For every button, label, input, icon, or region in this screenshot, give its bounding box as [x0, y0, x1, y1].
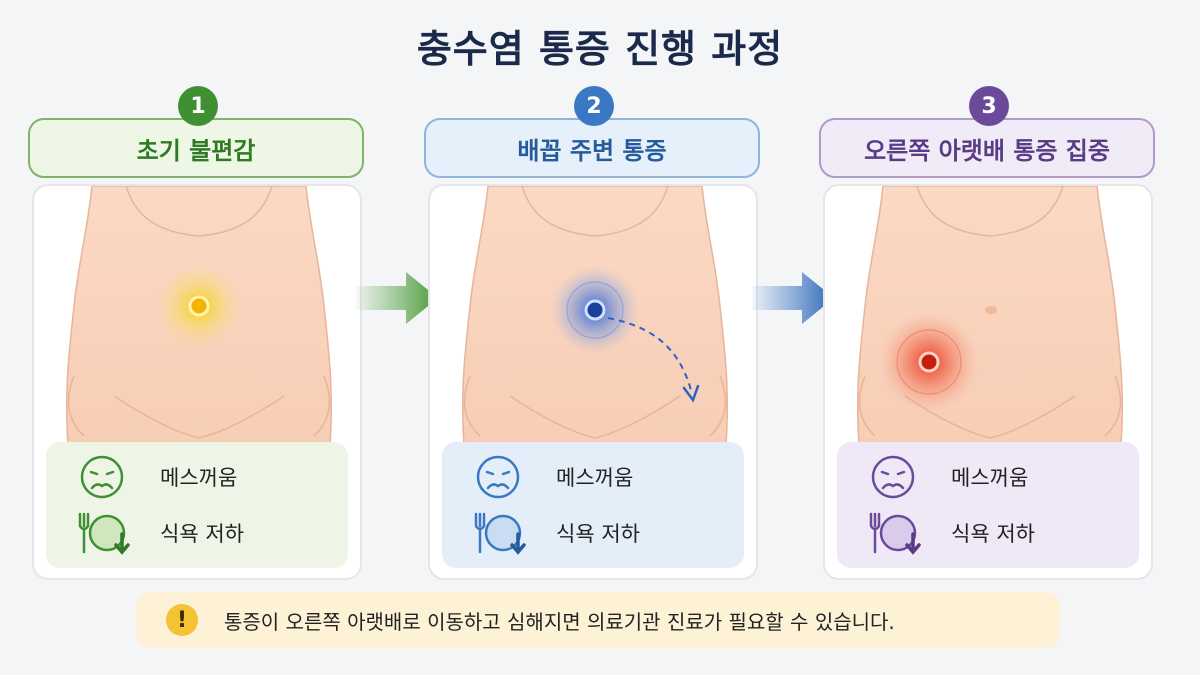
- movement-path: [607, 317, 693, 395]
- symptom-label: 메스꺼움: [556, 466, 634, 490]
- stage-2: 2 배꼽 주변 통증 메스꺼움: [420, 86, 766, 580]
- stage-label: 배꼽 주변 통증: [424, 118, 760, 178]
- pain-point: [918, 351, 940, 373]
- symptom-label: 식욕 저하: [951, 522, 1035, 546]
- abdomen-illustration: [856, 186, 1124, 446]
- pain-point: [188, 295, 210, 317]
- abdomen-illustration: [65, 186, 333, 446]
- progress-arrow: [752, 272, 834, 324]
- symptom-appetite: 식욕 저하: [470, 508, 730, 558]
- warning-notice: ! 통증이 오른쪽 아랫배로 이동하고 심해지면 의료기관 진료가 필요할 수 …: [136, 592, 1060, 648]
- abdomen-illustration: [461, 186, 729, 446]
- step-number: 1: [178, 86, 218, 126]
- plate-fork-down-arrow-icon: [78, 512, 130, 555]
- symptom-panel: 메스꺼움 식욕 저하: [46, 442, 348, 568]
- stage-card: 메스꺼움 식욕 저하: [823, 184, 1153, 580]
- stage-label: 오른쪽 아랫배 통증 집중: [819, 118, 1155, 178]
- symptom-panel: 메스꺼움 식욕 저하: [442, 442, 744, 568]
- symptom-panel: 메스꺼움 식욕 저하: [837, 442, 1139, 568]
- symptom-label: 식욕 저하: [556, 522, 640, 546]
- symptom-label: 식욕 저하: [160, 522, 244, 546]
- nauseous-face-icon: [476, 455, 520, 499]
- stage-card: 메스꺼움 식욕 저하: [32, 184, 362, 580]
- symptom-nausea: 메스꺼움: [470, 452, 730, 502]
- progress-arrow: [356, 272, 438, 324]
- page-title: 충수염 통증 진행 과정: [416, 27, 784, 71]
- symptom-nausea: 메스꺼움: [865, 452, 1125, 502]
- navel: [985, 306, 997, 314]
- nauseous-face-icon: [80, 455, 124, 499]
- notice-text: 통증이 오른쪽 아랫배로 이동하고 심해지면 의료기관 진료가 필요할 수 있습…: [224, 609, 895, 634]
- exclamation-icon: !: [166, 604, 198, 636]
- stage-card: 메스꺼움 식욕 저하: [428, 184, 758, 580]
- plate-fork-down-arrow-icon: [869, 512, 921, 555]
- nauseous-face-icon: [871, 455, 915, 499]
- step-number: 3: [969, 86, 1009, 126]
- stage-label: 초기 불편감: [28, 118, 364, 178]
- pain-point: [584, 299, 606, 321]
- symptom-label: 메스꺼움: [951, 466, 1029, 490]
- symptom-label: 메스꺼움: [160, 466, 238, 490]
- symptom-nausea: 메스꺼움: [74, 452, 334, 502]
- symptom-appetite: 식욕 저하: [865, 508, 1125, 558]
- plate-fork-down-arrow-icon: [474, 512, 526, 555]
- step-number: 2: [574, 86, 614, 126]
- stage-1: 1 초기 불편감 메스꺼움: [24, 86, 370, 580]
- symptom-appetite: 식욕 저하: [74, 508, 334, 558]
- stage-3: 3 오른쪽 아랫배 통증 집중 메스꺼움: [815, 86, 1161, 580]
